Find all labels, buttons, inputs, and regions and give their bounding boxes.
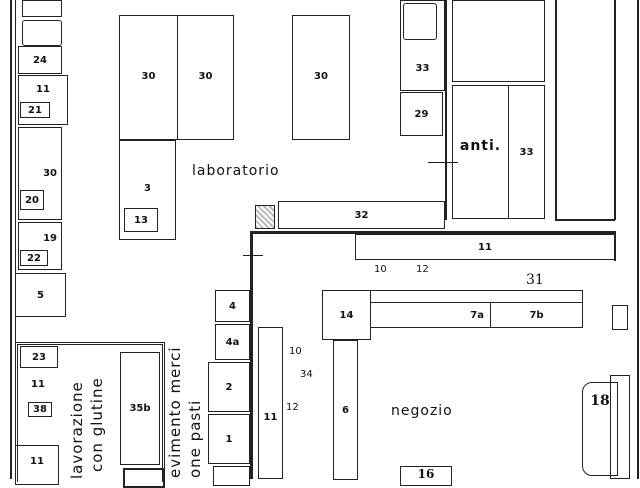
right-column-a (612, 305, 628, 330)
room-ricevimento-line1: evimento merci (166, 346, 184, 478)
hatched-column (255, 205, 275, 229)
item-18: 18 (582, 382, 618, 476)
item-22: 22 (20, 250, 48, 266)
item-24: 24 (18, 46, 62, 74)
item-30-b: 30 (177, 15, 234, 140)
room-anti-box: anti. (452, 85, 509, 219)
label-11: 11 (31, 379, 45, 390)
item-33-top: 33 (400, 0, 445, 91)
label-10-b: 10 (289, 346, 302, 357)
box-bottom (213, 466, 250, 486)
item-23: 23 (20, 346, 58, 368)
item-35b: 35b (120, 352, 160, 465)
right-wall (614, 231, 616, 261)
item-1: 1 (208, 414, 250, 464)
room-anti: anti. (459, 138, 502, 154)
item-30-left: 30 (18, 127, 62, 220)
item-30-a: 30 (119, 15, 178, 140)
shop-wall-horizontal (250, 231, 616, 234)
item-11-vertical: 11 (258, 327, 283, 479)
room-lavorazione-line2: con glutine (88, 377, 106, 472)
label-31: 31 (526, 272, 544, 288)
room-ricevimento-line2: one pasti (186, 399, 204, 478)
item-4a: 4a (215, 324, 250, 360)
box-sink (22, 20, 62, 46)
label-10: 10 (374, 264, 387, 275)
lab-wall (445, 0, 447, 220)
right-wall-d (637, 0, 639, 479)
item-6: 6 (333, 340, 358, 480)
label-12: 12 (416, 264, 429, 275)
right-wall-b (555, 219, 615, 221)
item-11-counter: 11 (355, 234, 615, 260)
box-top (22, 0, 62, 17)
shop-wall-vertical (250, 231, 253, 479)
box-sink-2 (403, 3, 437, 40)
left-wall (10, 0, 12, 479)
item-11-bottom: 11 (15, 445, 59, 485)
right-column-b (610, 375, 630, 479)
door-tick (428, 162, 458, 163)
item-2: 2 (208, 362, 250, 412)
left-wall-inner (15, 0, 16, 479)
item-21: 21 (20, 102, 50, 118)
glutine-room (15, 342, 165, 482)
item-16: 16 (400, 466, 452, 486)
item-14: 14 (322, 290, 371, 340)
room-negozio: negozio (391, 403, 453, 419)
right-wall-a (555, 0, 557, 220)
item-3: 3 (119, 140, 176, 240)
item-13: 13 (124, 208, 158, 232)
item-30-c: 30 (292, 15, 350, 140)
item-38: 38 (28, 402, 52, 417)
item-7a: 7a (370, 302, 491, 328)
right-wall-c (614, 0, 616, 220)
room-laboratorio: laboratorio (192, 163, 280, 179)
item-19: 19 (18, 222, 62, 270)
label-12-b: 12 (286, 402, 299, 413)
item-5: 5 (15, 273, 66, 317)
item-29: 29 (400, 92, 443, 136)
item-32: 32 (278, 201, 445, 229)
item-11: 11 (18, 75, 68, 125)
door-tick (243, 255, 263, 256)
room-lavorazione-line1: lavorazione (68, 381, 86, 479)
item-4: 4 (215, 290, 250, 322)
box-bottom-left (123, 468, 165, 488)
item-7b: 7b (490, 302, 583, 328)
box-top-right (452, 0, 545, 82)
item-33-right: 33 (508, 85, 545, 219)
item-20: 20 (20, 190, 44, 210)
label-34: 34 (300, 369, 313, 380)
